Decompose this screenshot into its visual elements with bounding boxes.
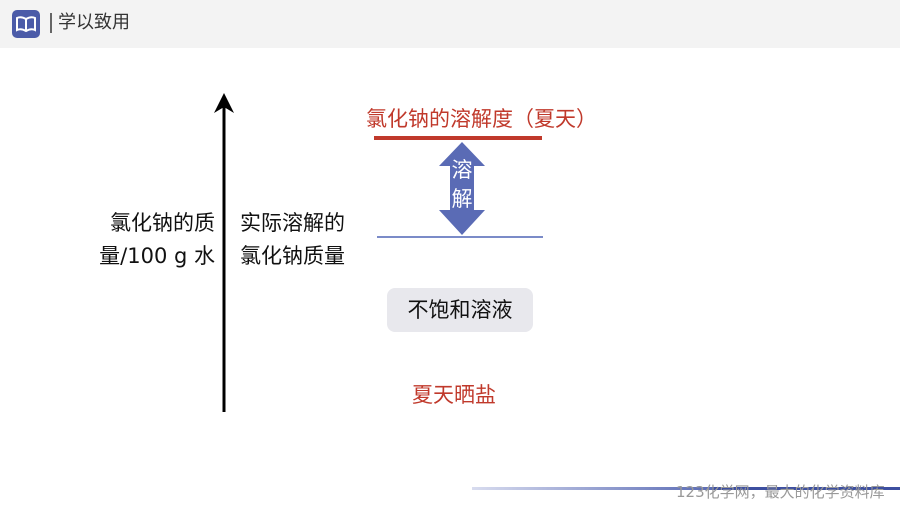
summer-salt-label: 夏天晒盐 xyxy=(412,383,496,407)
solubility-line xyxy=(374,136,542,140)
page-title: 学以致用 xyxy=(58,12,130,33)
dissolve-label: 溶 解 xyxy=(446,156,478,214)
actual-level-line xyxy=(377,236,543,238)
y-axis-label-line1: 氯化钠的质 xyxy=(110,211,215,235)
watermark: 123化学网，最大的化学资料库 xyxy=(676,483,885,501)
actual-label-line2: 氯化钠质量 xyxy=(240,244,345,268)
footer-line-gradient xyxy=(472,487,712,490)
book-icon xyxy=(12,10,40,38)
dissolve-label-line2: 解 xyxy=(451,187,473,211)
header-bar xyxy=(0,0,900,48)
actual-dissolved-label: 实际溶解的 氯化钠质量 xyxy=(240,207,345,273)
axis-arrowhead xyxy=(214,93,234,113)
y-axis-label: 氯化钠的质 量/100 g 水 xyxy=(70,207,215,273)
double-arrow xyxy=(439,142,485,235)
header-separator xyxy=(50,13,52,33)
actual-label-line1: 实际溶解的 xyxy=(240,211,345,235)
y-axis-label-line2: 量/100 g 水 xyxy=(99,244,215,268)
footer-line-solid xyxy=(712,487,900,490)
unsaturated-solution-box: 不饱和溶液 xyxy=(387,288,533,332)
dissolve-label-line1: 溶 xyxy=(451,158,473,182)
solubility-label: 氯化钠的溶解度（夏天） xyxy=(366,107,597,131)
